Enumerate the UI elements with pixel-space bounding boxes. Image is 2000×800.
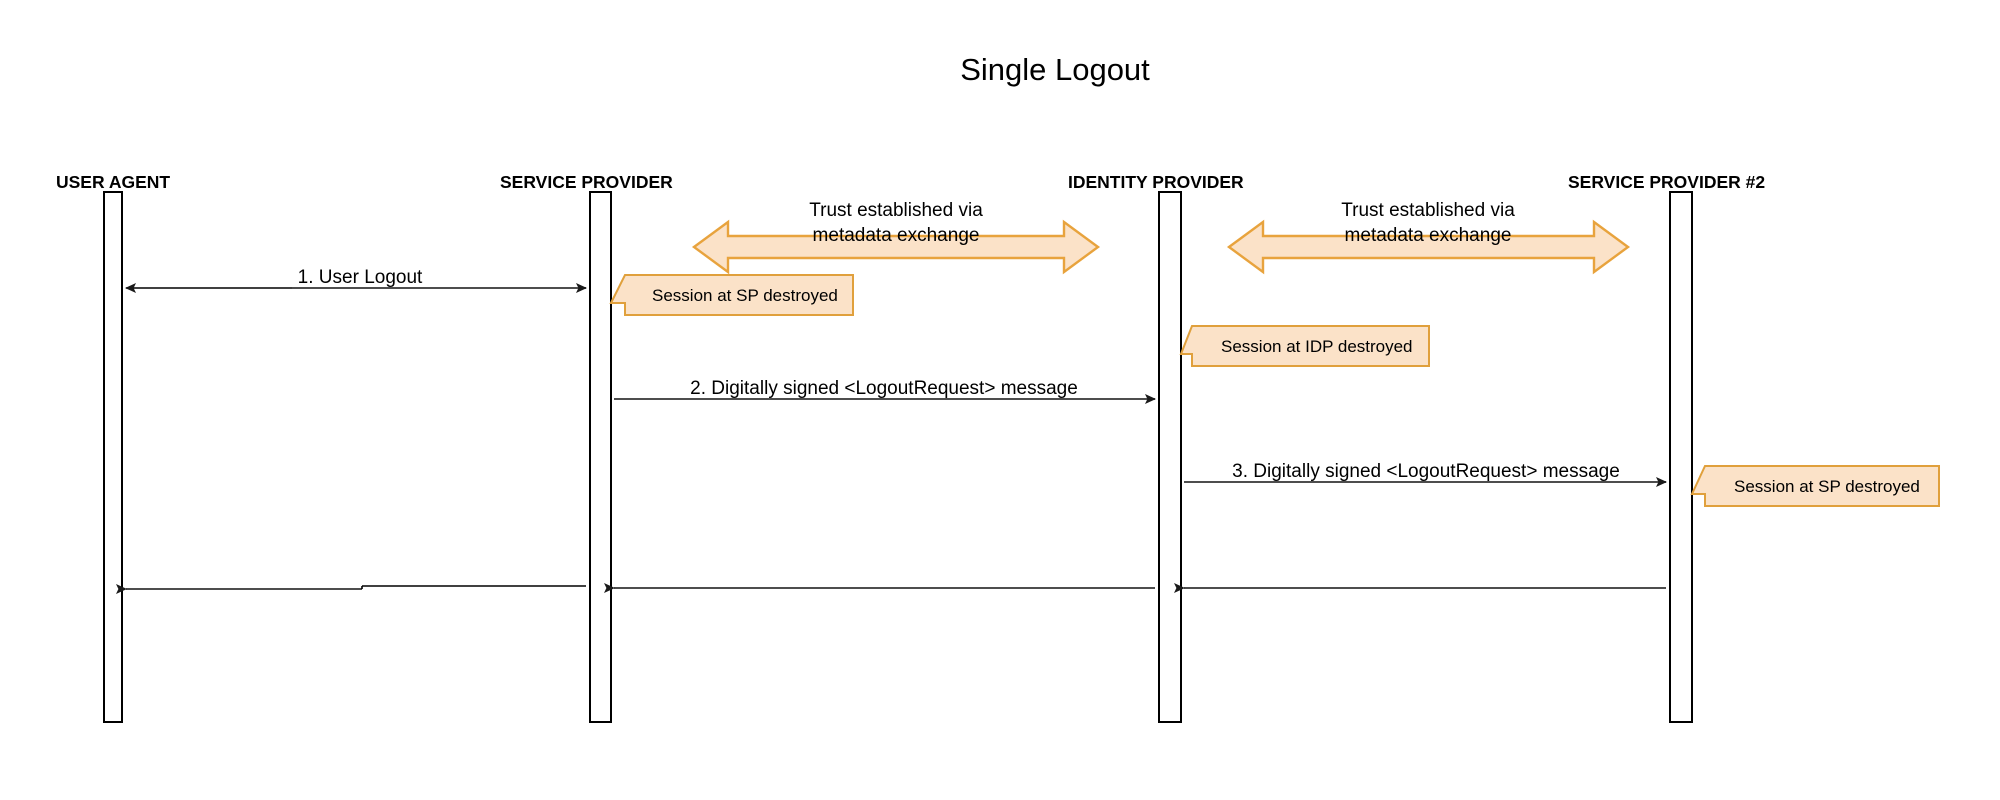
return-message-sp-to-user-agent xyxy=(116,584,586,594)
trust-arrow-idp-sp2: Trust established via metadata exchange xyxy=(1226,200,1631,275)
lifeline-bar-service-provider xyxy=(589,191,612,723)
message-2-logout-request: 2. Digitally signed <LogoutRequest> mess… xyxy=(614,378,1156,404)
trust-label-line1: Trust established via xyxy=(1341,200,1515,221)
page-title: Single Logout xyxy=(960,52,1150,87)
note-session-at-sp2-destroyed: Session at SP destroyed xyxy=(1690,465,1940,507)
message-3-logout-request: 3. Digitally signed <LogoutRequest> mess… xyxy=(1184,461,1667,487)
lifeline-label-service-provider: SERVICE PROVIDER xyxy=(500,172,673,192)
note-text: Session at SP destroyed xyxy=(1734,477,1920,496)
note-text: Session at IDP destroyed xyxy=(1221,337,1413,356)
trust-double-arrow-icon xyxy=(691,219,1101,275)
trust-double-arrow-icon xyxy=(1226,219,1631,275)
note-session-at-sp-destroyed: Session at SP destroyed xyxy=(609,274,854,316)
message-3-label: 3. Digitally signed <LogoutRequest> mess… xyxy=(1232,461,1620,482)
lifeline-label-identity-provider: IDENTITY PROVIDER xyxy=(1068,172,1244,192)
note-callout-shape xyxy=(1179,325,1430,367)
lifeline-label-user-agent: USER AGENT xyxy=(56,172,170,192)
lifeline-bar-identity-provider xyxy=(1158,191,1182,723)
trust-label-line2: metadata exchange xyxy=(813,225,980,246)
lifeline-label-service-provider-2: SERVICE PROVIDER #2 xyxy=(1568,172,1765,192)
note-text: Session at SP destroyed xyxy=(652,286,838,305)
message-1-user-logout: 1. User Logout xyxy=(125,267,587,293)
message-1-label: 1. User Logout xyxy=(298,267,423,288)
lifeline-bar-user-agent xyxy=(103,191,123,723)
note-callout-shape xyxy=(609,274,854,316)
note-callout-shape xyxy=(1690,465,1940,507)
trust-label-line1: Trust established via xyxy=(809,200,983,221)
trust-arrow-sp-idp: Trust established via metadata exchange xyxy=(691,200,1101,275)
lifeline-bar-service-provider-2 xyxy=(1669,191,1693,723)
message-2-label: 2. Digitally signed <LogoutRequest> mess… xyxy=(690,378,1078,399)
trust-label-line2: metadata exchange xyxy=(1345,225,1512,246)
note-session-at-idp-destroyed: Session at IDP destroyed xyxy=(1179,325,1430,367)
